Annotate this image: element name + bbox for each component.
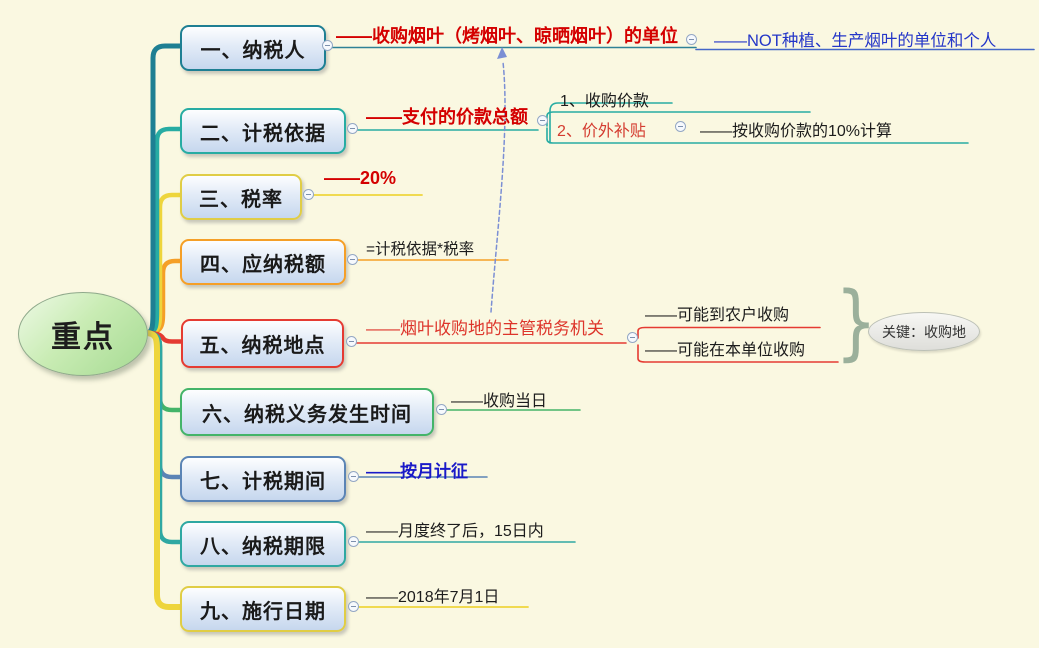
- collapse-handle-taxpayer-sub[interactable]: [686, 34, 697, 45]
- collapse-handle-location-sub[interactable]: [627, 332, 638, 343]
- collapse-handle-4[interactable]: [347, 254, 358, 265]
- topic-purchase-from-farmers[interactable]: ——可能到农户收购: [645, 307, 790, 324]
- branch-node-3[interactable]: 三、税率: [180, 174, 302, 220]
- line-branch-5-child-2: [637, 344, 839, 363]
- branch-node-1[interactable]: 一、纳税人: [180, 25, 326, 71]
- root-node[interactable]: 重点: [18, 292, 148, 376]
- trunk-branch-1: [143, 43, 184, 336]
- topic-tax-period[interactable]: ——按月计征: [366, 462, 468, 481]
- branch-node-7[interactable]: 七、计税期间: [180, 456, 346, 502]
- collapse-handle-2[interactable]: [347, 123, 358, 134]
- relation-arrowhead: [497, 47, 507, 59]
- collapse-handle-6[interactable]: [436, 404, 447, 415]
- topic-payment-deadline[interactable]: ——月度终了后，15日内: [366, 523, 544, 540]
- collapse-handle-3[interactable]: [303, 189, 314, 200]
- line-branch-5-child-1: [637, 326, 821, 339]
- curly-brace: }: [835, 275, 877, 370]
- trunk-branch-9: [143, 330, 184, 610]
- topic-tax-payable-formula[interactable]: =计税依据*税率: [366, 241, 475, 258]
- line-branch-2-child-1: [546, 111, 811, 127]
- topic-tax-rate[interactable]: ——20%: [324, 168, 397, 188]
- collapse-handle-8[interactable]: [348, 536, 359, 547]
- key-point-callout[interactable]: 关键：收购地: [868, 312, 980, 351]
- collapse-handle-9[interactable]: [348, 601, 359, 612]
- line-branch-2-child-2: [546, 127, 969, 144]
- relation-arrow-line: [490, 61, 506, 313]
- branch-node-2[interactable]: 二、计税依据: [180, 108, 346, 154]
- branch-node-4[interactable]: 四、应纳税额: [180, 239, 346, 285]
- trunk-branch-6: [143, 330, 184, 413]
- outline-branch-2-child-2: [549, 102, 673, 144]
- topic-taxpayer-exclusion[interactable]: ——NOT种植、生产烟叶的单位和个人: [714, 32, 997, 50]
- topic-taxpayer-definition[interactable]: ——收购烟叶（烤烟叶、晾晒烟叶）的单位: [336, 26, 678, 46]
- topic-purchase-price[interactable]: 1、收购价款: [560, 93, 649, 110]
- topic-effective-date[interactable]: ——2018年7月1日: [366, 589, 500, 606]
- collapse-handle-basis-sub[interactable]: [537, 115, 548, 126]
- topic-extra-subsidy[interactable]: 2、价外补贴: [557, 123, 646, 140]
- trunk-branch-8: [143, 330, 184, 545]
- topic-tax-location[interactable]: ——烟叶收购地的主管税务机关: [366, 319, 604, 338]
- collapse-handle-5[interactable]: [346, 336, 357, 347]
- branch-node-5[interactable]: 五、纳税地点: [181, 319, 344, 368]
- branch-node-8[interactable]: 八、纳税期限: [180, 521, 346, 567]
- branch-node-6[interactable]: 六、纳税义务发生时间: [180, 388, 434, 436]
- collapse-handle-7[interactable]: [348, 471, 359, 482]
- topic-subsidy-calculation[interactable]: ——按收购价款的10%计算: [700, 123, 893, 140]
- topic-purchase-at-own-unit[interactable]: ——可能在本单位收购: [645, 342, 806, 359]
- branch-node-9[interactable]: 九、施行日期: [180, 586, 346, 632]
- collapse-handle-subsidy-sub[interactable]: [675, 121, 686, 132]
- topic-tax-basis[interactable]: ——支付的价款总额: [366, 107, 528, 127]
- collapse-handle-1[interactable]: [322, 40, 333, 51]
- topic-obligation-time[interactable]: ——收购当日: [451, 393, 548, 410]
